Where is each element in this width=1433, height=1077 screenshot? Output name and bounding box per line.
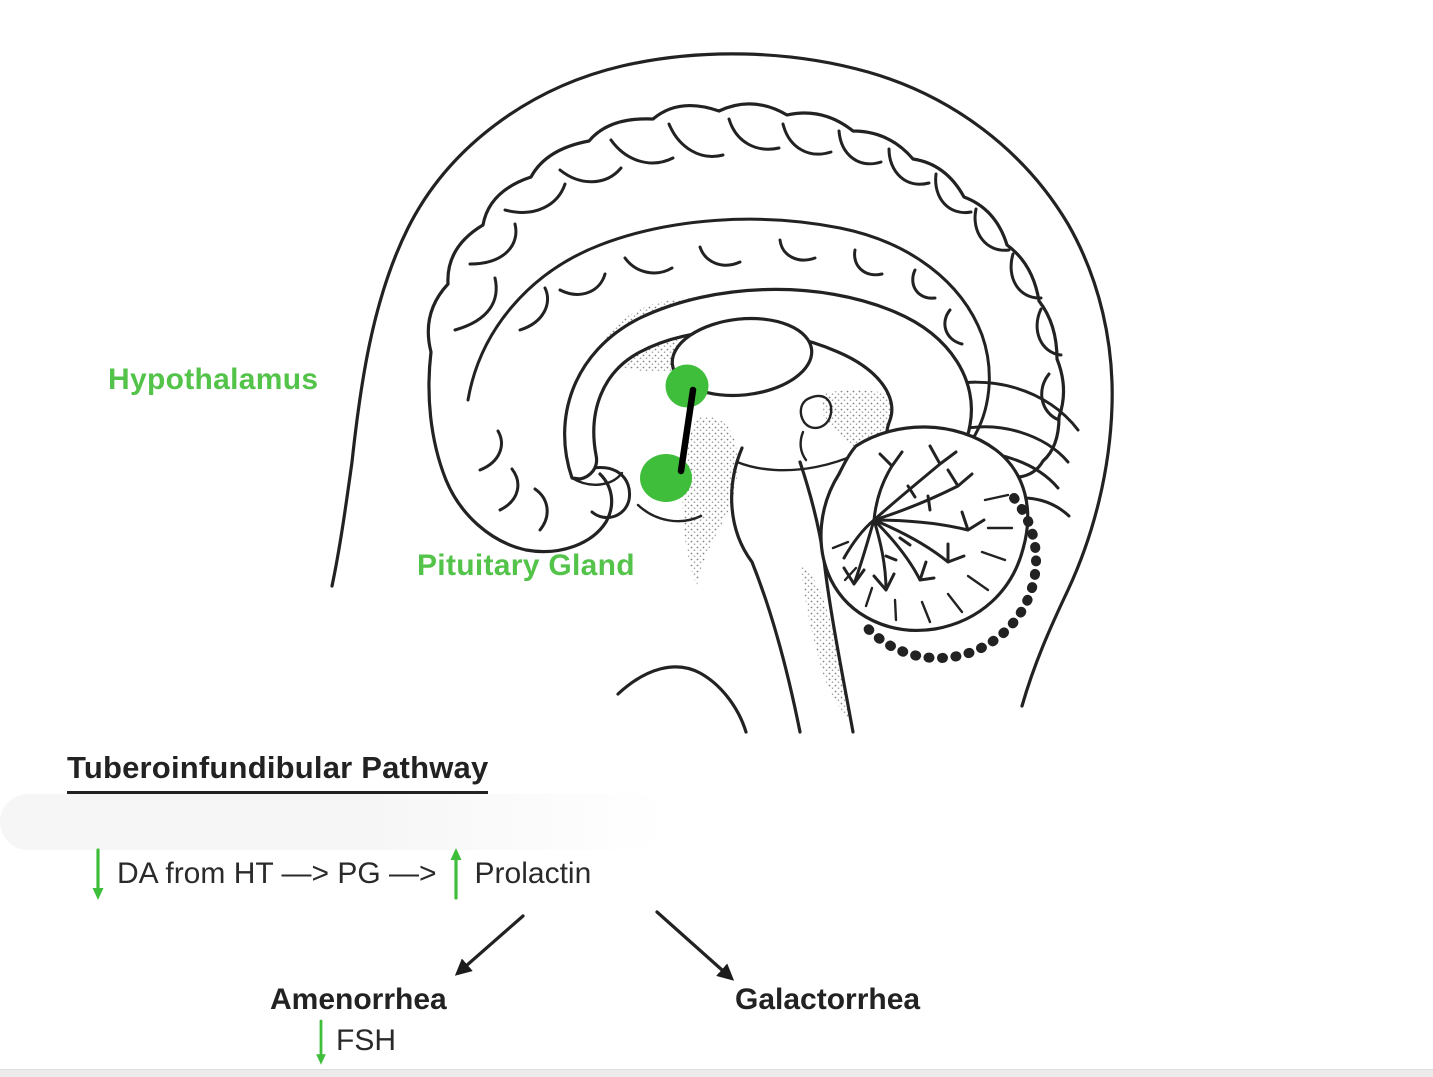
hypothalamus-marker-dot xyxy=(665,364,709,408)
amenorrhea-label: Amenorrhea xyxy=(270,983,447,1016)
pathway-title: Tuberoinfundibular Pathway xyxy=(67,750,489,794)
hypothalamus-label: Hypothalamus xyxy=(108,363,319,396)
fsh-row: FSH xyxy=(314,1016,396,1068)
marker-connector-line xyxy=(677,386,697,475)
fsh-decrease-arrow-icon xyxy=(316,1019,326,1065)
head-outline xyxy=(330,52,1114,708)
pituitary-gland-label: Pituitary Gland xyxy=(417,549,635,582)
pathway-line: DA from HT —> PG —> Prolactin xyxy=(90,846,591,902)
fsh-label: FSH xyxy=(336,1024,396,1057)
thalamus xyxy=(670,316,814,398)
cerebrum-outline xyxy=(426,102,1066,554)
cerebellum xyxy=(819,425,1042,664)
prolactin-label: Prolactin xyxy=(474,857,592,890)
galactorrhea-label: Galactorrhea xyxy=(735,983,921,1016)
pathway-chain-text: DA from HT —> PG —> xyxy=(117,857,437,890)
cerebellum-fissures xyxy=(831,493,1014,624)
increase-arrow-icon xyxy=(450,848,462,900)
arbor-vitae xyxy=(842,444,986,592)
midbrain xyxy=(799,394,833,462)
highlight-wash xyxy=(0,794,665,850)
gyri-sulci xyxy=(453,117,1080,532)
bottom-bar xyxy=(0,1069,1433,1077)
decrease-arrow-icon xyxy=(92,848,104,900)
